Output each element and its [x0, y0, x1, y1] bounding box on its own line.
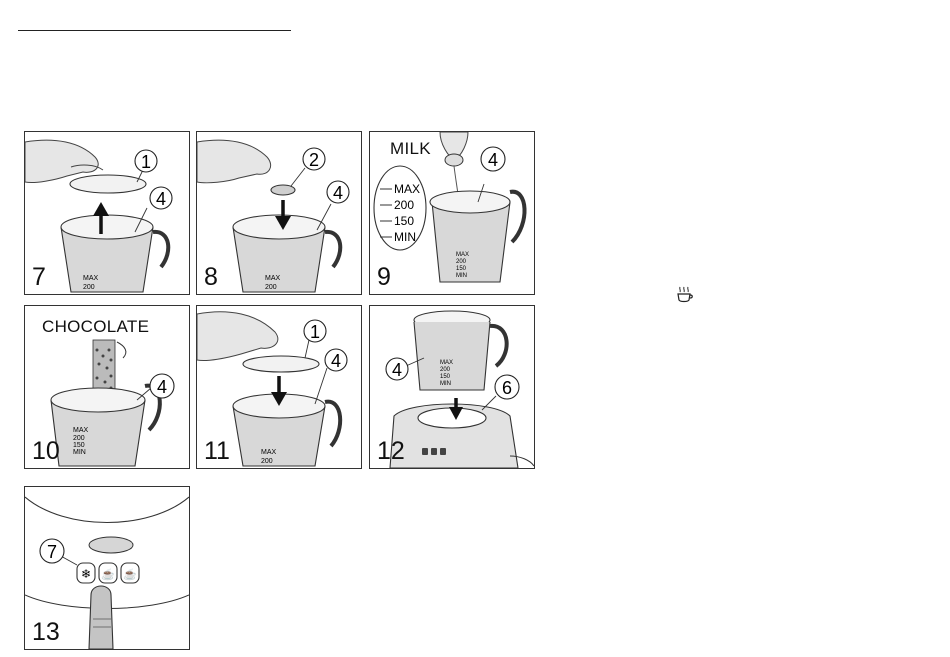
scale-max: MAX: [265, 275, 281, 282]
callout-2: 2: [309, 150, 319, 170]
scale-150: 150: [73, 442, 85, 449]
callout-4: 4: [156, 189, 166, 209]
scale-max: MAX: [456, 252, 469, 258]
callout-6: 6: [502, 378, 512, 398]
scale-150: 150: [440, 374, 451, 380]
callout-4: 4: [392, 360, 402, 380]
callout-4: 4: [333, 183, 343, 203]
step-number: 13: [32, 620, 60, 645]
hot-foam-icon: ☕: [101, 567, 115, 581]
scale-200: 200: [261, 458, 273, 465]
step-number: 10: [32, 439, 60, 464]
panel-step-13: ❄ ☕ ☕ 7 13: [24, 486, 190, 650]
step-number: 9: [377, 265, 391, 290]
callout-1: 1: [141, 152, 151, 172]
scale-max: MAX: [261, 449, 277, 456]
scale-200: 200: [265, 284, 277, 291]
scale-200: 200: [440, 367, 451, 373]
callout-1: 1: [310, 322, 320, 342]
scale-min: MIN: [73, 449, 86, 456]
scale-min: MIN: [440, 381, 451, 387]
callout-7: 7: [47, 542, 57, 562]
step-number: 7: [32, 265, 46, 290]
step-number: 12: [377, 439, 405, 464]
scale-200-large: 200: [394, 198, 414, 212]
panel-step-11: 1 4 MAX 200 11: [196, 305, 362, 469]
scale-max: MAX: [73, 427, 89, 434]
scale-min-large: MIN: [394, 230, 416, 244]
panel-step-12: MAX 200 150 MIN 4 6 12: [369, 305, 535, 469]
panel-step-10: MAX 200 150 MIN 4 CHOCOLATE 10: [24, 305, 190, 469]
step-number: 8: [204, 265, 218, 290]
chocolate-label: CHOCOLATE: [42, 317, 149, 337]
panel-step-9: MAX 200 150 MIN MAX 200 150 MIN 4 MILK 9: [369, 131, 535, 295]
hot-milk-icon: ☕: [123, 567, 137, 581]
scale-max-large: MAX: [394, 182, 420, 196]
scale-max: MAX: [440, 360, 453, 366]
scale-150-large: 150: [394, 214, 414, 228]
scale-200: 200: [83, 284, 95, 291]
scale-200: 200: [73, 435, 85, 442]
snowflake-icon: ❄: [81, 567, 91, 581]
scale-min: MIN: [456, 273, 467, 279]
panel-step-8: 2 4 MAX 200 8: [196, 131, 362, 295]
scale-200: 200: [456, 259, 467, 265]
scale-150: 150: [456, 266, 467, 272]
header-rule: [18, 30, 291, 31]
callout-4: 4: [331, 351, 341, 371]
milk-label: MILK: [390, 139, 431, 159]
hot-drink-cup-icon: [675, 285, 695, 305]
callout-4: 4: [488, 150, 498, 170]
scale-max: MAX: [83, 275, 99, 282]
step-number: 11: [204, 439, 230, 464]
panel-step-7: 1 4 MAX 200 7: [24, 131, 190, 295]
callout-4: 4: [157, 377, 167, 397]
